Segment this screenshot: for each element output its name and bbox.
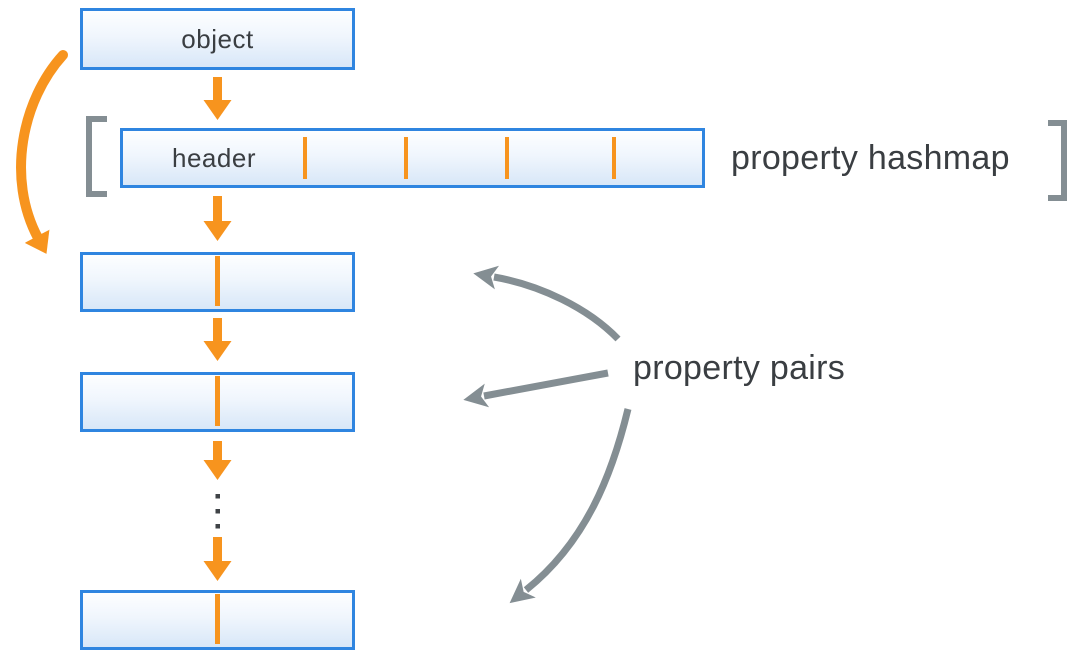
header-cell-divider (404, 137, 408, 179)
property-pair-node (80, 372, 355, 432)
pairs-arrow-bottom-icon (509, 408, 632, 604)
ellipsis-dots-icon (215, 494, 220, 529)
pair-cell-divider (215, 376, 220, 426)
property-pair-node (80, 252, 355, 312)
hashmap-header-node: header (120, 128, 705, 188)
pairs-label: property pairs (633, 349, 846, 387)
object-label: object (181, 23, 254, 54)
header-cell-divider (505, 137, 509, 179)
hashmap-label: property hashmap (731, 139, 1010, 177)
curved-arrow-object-to-pair-icon (16, 50, 68, 254)
pair-cell-divider (215, 256, 220, 306)
pair-cell-divider (215, 594, 220, 644)
header-cell-divider (303, 137, 307, 179)
pairs-arrow-top-icon (473, 265, 621, 342)
property-pair-node (80, 590, 355, 650)
header-cell-divider (612, 137, 616, 179)
left-bracket-icon (86, 116, 107, 197)
pairs-arrow-middle-icon (463, 369, 609, 408)
header-label: header (172, 142, 256, 173)
object-node: object (80, 8, 355, 70)
right-bracket-icon (1048, 120, 1067, 201)
